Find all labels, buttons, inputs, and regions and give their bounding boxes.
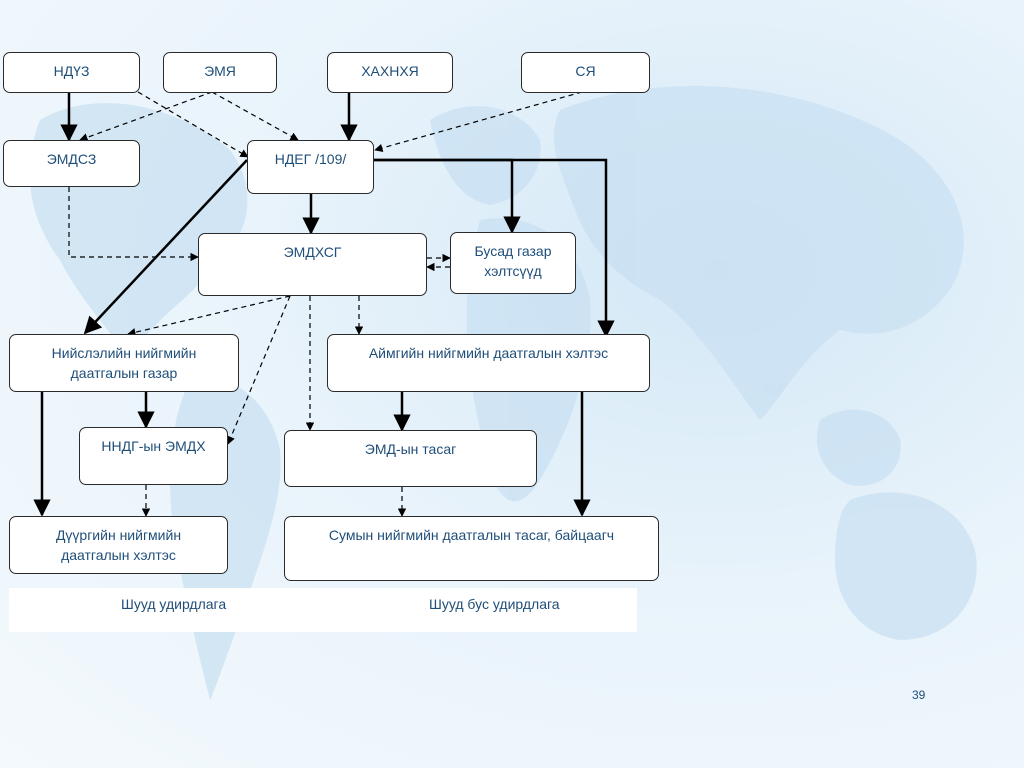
node-emya: ЭМЯ — [163, 52, 277, 93]
edge-emya-emdsz — [79, 91, 213, 142]
edge-nduz-ndeg — [137, 91, 249, 158]
node-nndg-emdkh: ННДГ-ын ЭМДХ — [79, 427, 228, 485]
node-emdsz: ЭМДСЗ — [3, 140, 140, 187]
edge-ndeg-capital — [83, 159, 248, 335]
edge-emdkhsg-capital — [127, 295, 291, 337]
edge-sya-ndeg — [374, 91, 583, 153]
edge-ndeg-aimag — [374, 158, 615, 338]
edge-emya-ndeg — [211, 91, 299, 141]
node-nduz: НДҮЗ — [3, 52, 140, 93]
node-soum-section: Сумын нийгмийн даатгалын тасаг, байцаагч — [284, 516, 659, 581]
node-emd-section: ЭМД-ын тасаг — [284, 430, 537, 487]
node-aimag-dept: Аймгийн нийгмийн даатгалын хэлтэс — [327, 334, 650, 392]
legend-indirect-label: Шууд бус удирдлага — [429, 596, 560, 612]
node-ndeg: НДЕГ /109/ — [247, 140, 374, 194]
node-capital-dept: Нийслэлийн нийгмийн даатгалын газар — [9, 334, 239, 392]
edge-emdsz-emdkhsg — [68, 187, 199, 262]
node-district-dept: Дүүргийн нийгмийн даатгалын хэлтэс — [9, 516, 228, 574]
node-sya: СЯ — [521, 52, 650, 93]
node-other-orgs: Бусад газар хэлтсүүд — [450, 232, 576, 294]
legend-box: Шууд удирдлага Шууд бус удирдлага — [9, 588, 637, 632]
node-khakhnkhya: ХАХНХЯ — [327, 52, 453, 93]
node-emdkhsg: ЭМДХСГ — [198, 233, 427, 296]
edge-ndeg-other — [374, 158, 521, 234]
legend-direct-label: Шууд удирдлага — [121, 596, 227, 612]
page-number: 39 — [912, 688, 926, 702]
